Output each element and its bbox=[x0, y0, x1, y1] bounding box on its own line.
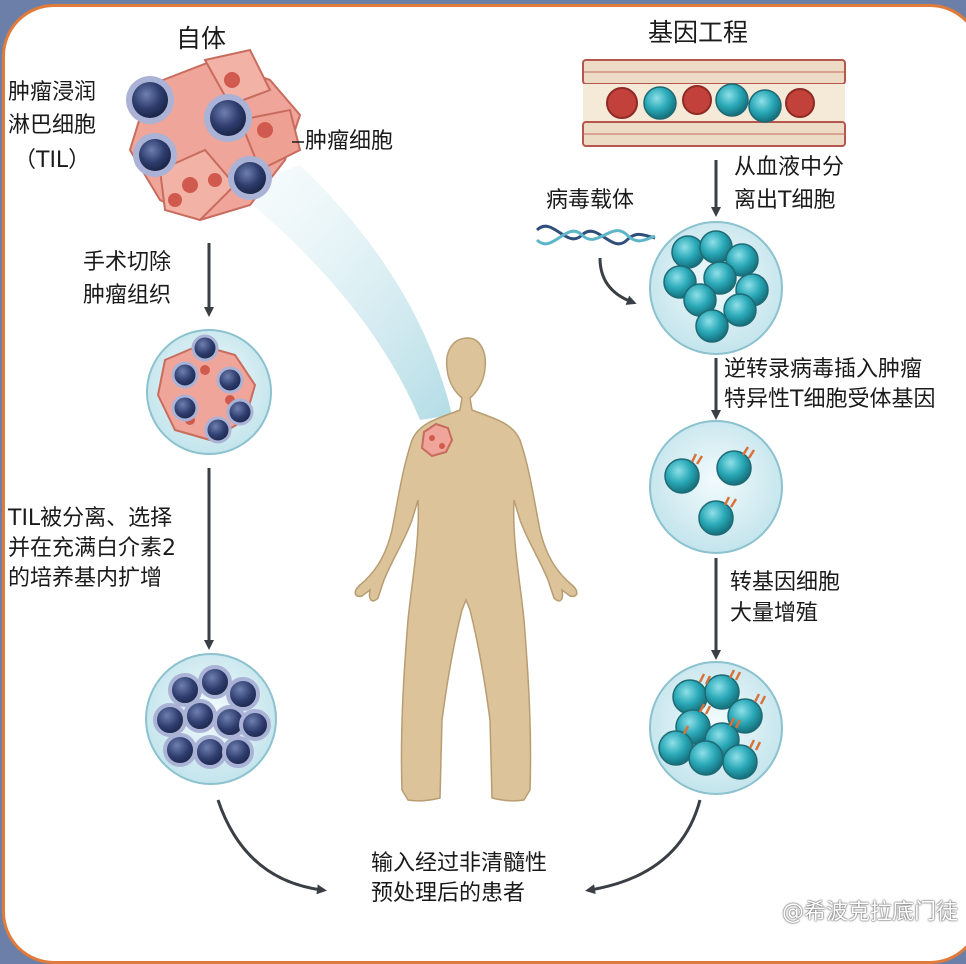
left-step2-line1: TIL被分离、选择 bbox=[8, 506, 173, 531]
til-cell bbox=[204, 416, 232, 444]
t-cell bbox=[725, 243, 759, 277]
til-cell bbox=[171, 394, 199, 422]
right-column-title: 基因工程 bbox=[648, 18, 749, 47]
t-cell bbox=[703, 261, 737, 295]
til-label-line1: 肿瘤浸润 bbox=[8, 80, 97, 105]
til-cell bbox=[132, 82, 168, 118]
body-silhouette bbox=[354, 337, 578, 802]
tumor-nucleus bbox=[257, 122, 273, 138]
dish-expanded-transduced-cells bbox=[649, 661, 783, 795]
t-cell bbox=[695, 309, 729, 343]
left-curve-arrow bbox=[216, 799, 327, 895]
til-cell bbox=[226, 398, 254, 426]
dish-isolated-t-cells bbox=[649, 221, 783, 355]
diagram-graphics bbox=[126, 48, 846, 895]
red-blood-cell bbox=[785, 88, 815, 118]
right-step1-line1: 从血液中分 bbox=[734, 155, 845, 180]
red-blood-cell bbox=[682, 85, 712, 115]
tumor-nucleus bbox=[200, 365, 210, 375]
left-step1-line1: 手术切除 bbox=[83, 250, 172, 275]
tumor-nucleus bbox=[208, 173, 222, 187]
right-step3-line1: 转基因细胞 bbox=[730, 570, 841, 595]
right-curve-arrow bbox=[585, 799, 702, 895]
left-step2-line2: 并在充满白介素2 bbox=[8, 536, 176, 561]
til-label-line3: （TIL） bbox=[14, 148, 91, 173]
right-step1-line2: 离出T细胞 bbox=[734, 188, 836, 213]
dish-expanded-til bbox=[145, 653, 277, 785]
t-cell bbox=[723, 293, 757, 327]
til-cell bbox=[198, 665, 232, 699]
t-cell bbox=[698, 500, 734, 536]
tumor-nucleus bbox=[429, 435, 435, 441]
t-cell bbox=[688, 740, 724, 776]
t-cell bbox=[671, 235, 705, 269]
vector-arrow bbox=[598, 257, 637, 305]
t-cell bbox=[722, 744, 758, 780]
til-cell bbox=[234, 162, 266, 194]
til-cell bbox=[210, 100, 246, 136]
t-cell bbox=[664, 458, 700, 494]
til-cell bbox=[183, 699, 217, 733]
til-cell bbox=[153, 703, 187, 737]
dish-transduced-t-cells bbox=[649, 420, 783, 554]
t-cell bbox=[643, 86, 677, 120]
t-cell bbox=[716, 450, 752, 486]
right-step3-line2: 大量增殖 bbox=[730, 601, 819, 626]
dish-resected-tissue bbox=[146, 329, 272, 455]
til-cell bbox=[191, 334, 219, 362]
til-cell bbox=[139, 139, 171, 171]
tumor-nucleus bbox=[168, 193, 182, 207]
watermark: @希波克拉底门徒 bbox=[781, 900, 958, 925]
til-label-line2: 淋巴细胞 bbox=[8, 113, 97, 138]
tumor-on-body bbox=[420, 422, 454, 458]
tumor-cell bbox=[238, 108, 302, 172]
til-cell bbox=[226, 677, 260, 711]
bottom-line1: 输入经过非清髓性 bbox=[371, 851, 548, 876]
diagram-stage: 自体 基因工程 肿瘤浸润 淋巴细胞 （TIL） 肿瘤细胞 手术切除 肿瘤组织 T… bbox=[2, 4, 966, 964]
left-column-title: 自体 bbox=[176, 24, 227, 53]
culture-dish bbox=[649, 420, 783, 554]
tcr-receptor bbox=[682, 669, 767, 751]
tumor-nucleus bbox=[224, 72, 240, 88]
t-cell bbox=[704, 674, 740, 710]
t-cell bbox=[748, 89, 782, 123]
til-cell bbox=[216, 366, 244, 394]
tumor-tissue-cluster bbox=[126, 48, 302, 222]
t-cell bbox=[658, 730, 694, 766]
blood-vessel bbox=[582, 59, 846, 147]
til-cell bbox=[163, 733, 197, 767]
tumor-nucleus bbox=[439, 443, 445, 449]
left-step1-line2: 肿瘤组织 bbox=[83, 283, 172, 308]
viral-vector-helix bbox=[535, 224, 656, 246]
right-step2-line2: 特异性T细胞受体基因 bbox=[724, 387, 936, 412]
red-blood-cell bbox=[606, 87, 638, 119]
bottom-line2: 预处理后的患者 bbox=[371, 881, 526, 906]
light-beam bbox=[235, 165, 452, 420]
left-step2-line3: 的培养基内扩增 bbox=[8, 566, 163, 591]
human-figure bbox=[354, 337, 578, 802]
til-cell bbox=[193, 735, 227, 769]
til-cell bbox=[239, 709, 271, 741]
tcr-receptor bbox=[690, 446, 756, 508]
tumor-cell-label: 肿瘤细胞 bbox=[305, 129, 394, 154]
right-step2-line1: 逆转录病毒插入肿瘤 bbox=[724, 357, 923, 382]
til-cell bbox=[171, 361, 199, 389]
viral-vector-label: 病毒载体 bbox=[546, 188, 635, 213]
til-cell bbox=[222, 736, 254, 768]
t-cell bbox=[715, 83, 749, 117]
tumor-nucleus bbox=[182, 177, 198, 193]
